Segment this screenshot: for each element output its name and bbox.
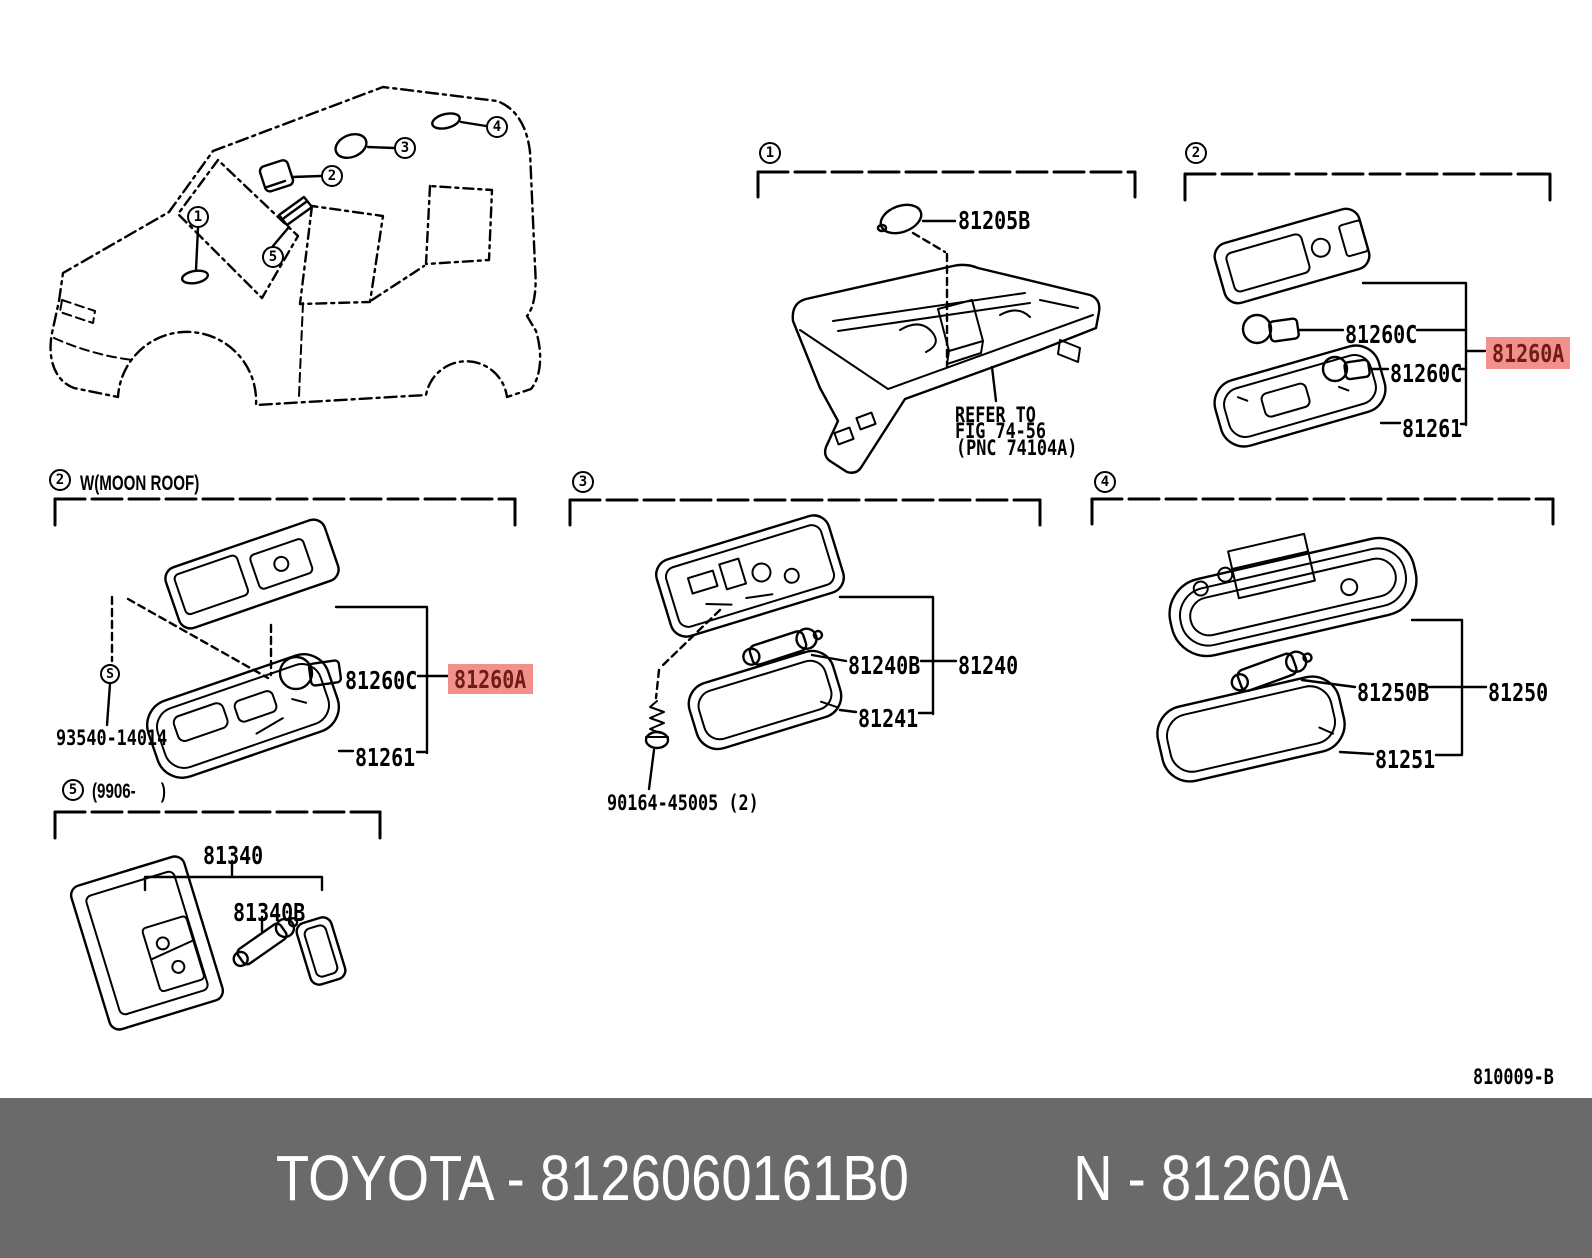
bulb-81250b-drawing bbox=[1230, 650, 1313, 693]
vehicle-outline bbox=[49, 85, 542, 407]
section-callout-1: 1 bbox=[759, 142, 781, 164]
roof-panel-drawing bbox=[791, 263, 1101, 474]
section-2-right-art bbox=[1183, 172, 1552, 448]
vehicle-lamp-3 bbox=[334, 132, 396, 160]
part-label-81241: 81241 bbox=[858, 704, 919, 733]
section-callout-5: 5 bbox=[62, 779, 84, 801]
part-label-90164-45005: 90164-45005 (2) bbox=[607, 791, 759, 815]
part-label-81260c-2: 81260C bbox=[1390, 359, 1463, 388]
part-label-81240b: 81240B bbox=[848, 651, 921, 680]
footer-banner: TOYOTA - 8126060161B0 N - 81260A bbox=[0, 1098, 1592, 1258]
section-callout-2-left: 2 bbox=[49, 469, 71, 491]
vehicle-lamp-4 bbox=[431, 112, 488, 130]
moonroof-lens-drawing bbox=[146, 653, 340, 779]
highlighted-part-81260a-left[interactable]: 81260A bbox=[448, 664, 533, 694]
screw-90164-drawing bbox=[644, 700, 670, 750]
vehicle-lamp-5 bbox=[271, 195, 314, 248]
section-2-left-art bbox=[53, 497, 517, 779]
bulb-81205b-drawing bbox=[879, 203, 923, 235]
bulb-81340b-drawing bbox=[232, 917, 299, 968]
section-callout-4: 4 bbox=[1094, 471, 1116, 493]
vehicle-callout-4: 4 bbox=[486, 116, 508, 138]
vehicle-callout-3: 3 bbox=[394, 137, 416, 159]
section-5-art bbox=[53, 810, 382, 1031]
domelamp-lens-drawing bbox=[687, 649, 843, 751]
visorlamp-box-drawing bbox=[69, 855, 225, 1031]
refer-note-line1: REFER TO bbox=[955, 403, 1036, 427]
section-3-art bbox=[568, 498, 1042, 791]
banner-reference-number: N - 81260A bbox=[1072, 1142, 1348, 1214]
section-4-art bbox=[1090, 497, 1555, 783]
section-callout-2-right: 2 bbox=[1185, 142, 1207, 164]
part-label-81340: 81340 bbox=[203, 841, 264, 870]
rearlamp-lens-drawing bbox=[1156, 675, 1346, 783]
domelamp-housing-drawing bbox=[655, 514, 845, 638]
highlighted-part-81260a-right[interactable]: 81260A bbox=[1486, 337, 1570, 369]
screw-symbol-badge: S bbox=[100, 664, 120, 684]
part-label-81260c-1: 81260C bbox=[1345, 320, 1418, 349]
maplamp-housing-drawing bbox=[1213, 207, 1371, 305]
part-label-81261-right: 81261 bbox=[1402, 414, 1463, 443]
part-label-93540-14014: 93540-14014 bbox=[56, 726, 168, 750]
part-label-81250: 81250 bbox=[1488, 678, 1549, 707]
part-label-81251: 81251 bbox=[1375, 745, 1436, 774]
visorlamp-gasket-drawing bbox=[295, 916, 347, 986]
diagram-code-label: 810009-B bbox=[1473, 1065, 1554, 1089]
maplamp-lens-drawing bbox=[1213, 344, 1387, 448]
rearlamp-housing-drawing bbox=[1168, 532, 1418, 658]
condition-label-9906: (9906- ) bbox=[92, 780, 166, 803]
part-label-81261-left: 81261 bbox=[355, 743, 416, 772]
condition-label-moonroof: W(MOON ROOF) bbox=[80, 472, 200, 495]
refer-note-line3: (PNC 74104A) bbox=[956, 436, 1078, 460]
part-label-81340b: 81340B bbox=[233, 898, 306, 927]
bulb-81260c-drawing-2 bbox=[1321, 355, 1371, 383]
vehicle-callout-1: 1 bbox=[187, 206, 209, 228]
part-label-81205b: 81205B bbox=[958, 206, 1031, 235]
part-label-81240: 81240 bbox=[958, 651, 1019, 680]
vehicle-lamp-2 bbox=[258, 159, 323, 193]
moonroof-lamp-housing-drawing bbox=[164, 518, 340, 630]
refer-note-line2: FIG 74-56 bbox=[955, 419, 1047, 443]
bulb-81260c-drawing-1 bbox=[1241, 313, 1300, 345]
banner-brand-part-number: TOYOTA - 8126060161B0 bbox=[275, 1142, 909, 1214]
vehicle-callout-5: 5 bbox=[262, 246, 284, 268]
part-label-81260c-left: 81260C bbox=[345, 666, 418, 695]
part-label-81250b: 81250B bbox=[1357, 678, 1430, 707]
vehicle-callout-2: 2 bbox=[321, 165, 343, 187]
section-callout-3: 3 bbox=[572, 471, 594, 493]
section-1-art bbox=[756, 170, 1137, 474]
bulb-81240b-drawing bbox=[742, 627, 824, 666]
diagram-line-art bbox=[49, 85, 1555, 1031]
vehicle-lamp-1 bbox=[180, 226, 210, 285]
